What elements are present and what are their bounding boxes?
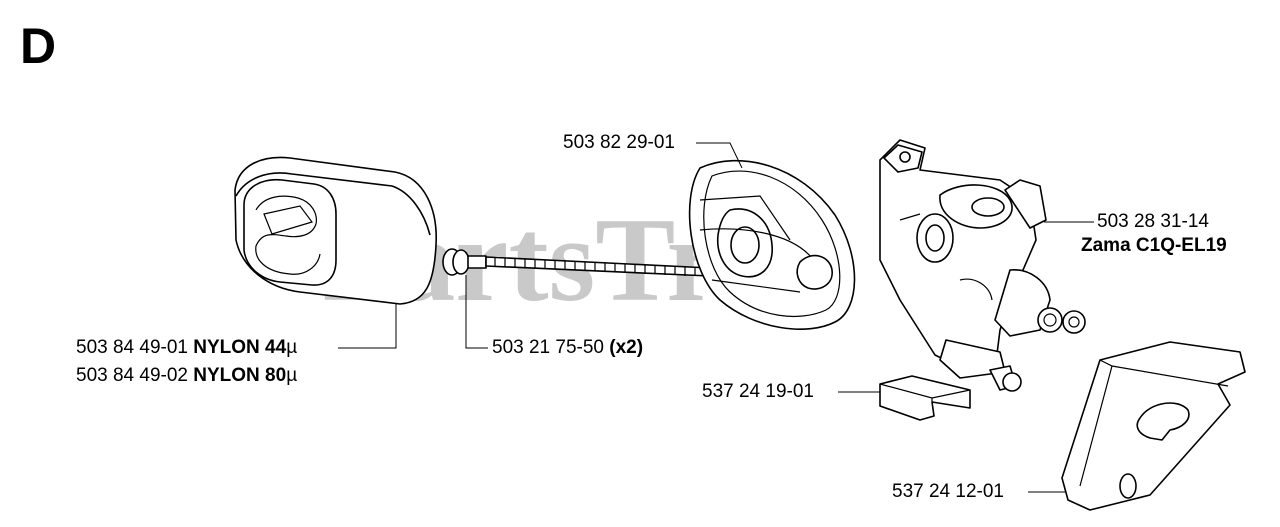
callout-carburetor-model: Zama C1Q-EL19 (1081, 235, 1227, 257)
leader-filter-holder (696, 142, 743, 169)
air-filter-part[interactable] (234, 156, 437, 305)
leader-filter (338, 304, 397, 349)
carburetor-part[interactable] (879, 139, 1086, 392)
carburetor-model: Zama C1Q-EL19 (1081, 235, 1227, 256)
filter-holder-part[interactable] (688, 160, 856, 330)
filter-unit: µ (286, 337, 298, 358)
part-number: 503 28 31-14 (1097, 211, 1209, 232)
filter-spec: NYLON 80 (193, 365, 287, 386)
filter-spec: NYLON 44 (193, 337, 287, 358)
part-number: 537 24 12-01 (892, 481, 1004, 502)
section-letter: D (20, 18, 57, 74)
filter-unit: µ (286, 365, 298, 386)
callout-gasket[interactable]: 537 24 12-01 (892, 481, 1004, 503)
small-block-part[interactable] (879, 375, 971, 421)
part-number: 503 82 29-01 (563, 132, 675, 153)
callout-filter-44[interactable]: 503 84 49-01 NYLON 44µ (76, 337, 297, 359)
callout-filter-holder[interactable]: 503 82 29-01 (563, 132, 675, 154)
part-number: 503 84 49-02 (76, 365, 188, 386)
callout-carburetor-number[interactable]: 503 28 31-14 (1097, 211, 1209, 233)
part-number: 503 21 75-50 (492, 337, 604, 358)
screw-part[interactable] (442, 248, 711, 277)
callout-small-block[interactable]: 537 24 19-01 (702, 381, 814, 403)
part-number: 537 24 19-01 (702, 381, 814, 402)
callout-screw[interactable]: 503 21 75-50 (x2) (492, 337, 643, 359)
gasket-part[interactable] (1061, 341, 1246, 511)
leader-screw (465, 275, 488, 349)
callout-filter-80[interactable]: 503 84 49-02 NYLON 80µ (76, 365, 297, 387)
part-number: 503 84 49-01 (76, 337, 188, 358)
quantity: (x2) (609, 337, 644, 358)
leader-lines (338, 142, 1094, 493)
